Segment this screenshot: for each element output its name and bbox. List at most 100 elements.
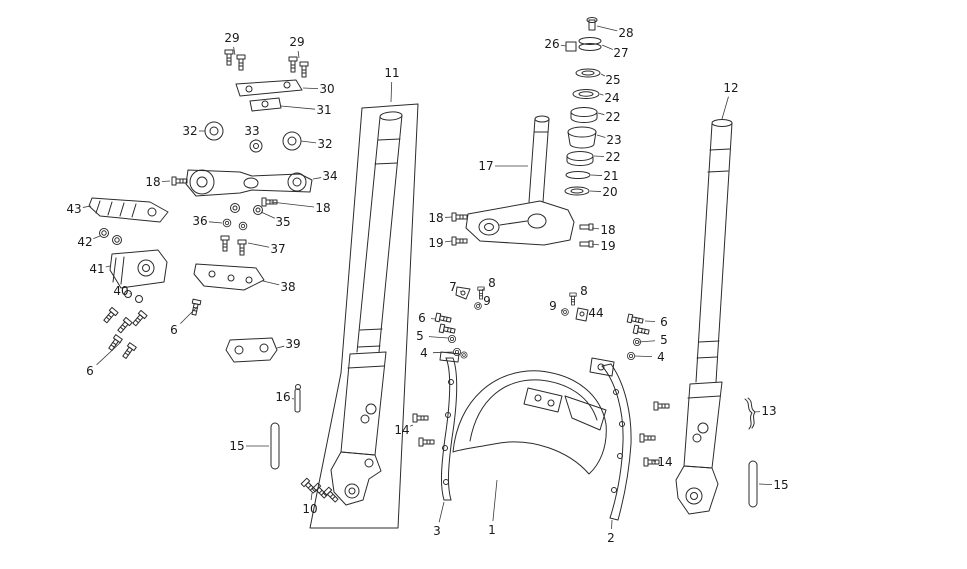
part-label-26: 26: [544, 37, 559, 51]
part-label-4: 4: [657, 350, 665, 364]
washer: [452, 347, 462, 357]
leader-line-25: [600, 73, 606, 77]
part-label-15: 15: [773, 478, 788, 492]
bolt: [120, 342, 137, 361]
stay-bolts-and-clips: [412, 397, 758, 508]
bolt: [311, 482, 329, 500]
leader-line-41: [105, 265, 111, 268]
leader-line-27: [601, 44, 613, 50]
bolt: [438, 323, 457, 336]
nut: [112, 235, 122, 245]
part-label-2: 2: [607, 531, 615, 545]
bolt: [171, 176, 188, 186]
bolt: [653, 401, 670, 411]
leader-line-29: [233, 46, 236, 56]
leader-line-2: [611, 519, 613, 530]
front-fender: [452, 370, 607, 475]
part-label-36: 36: [192, 214, 207, 228]
bolt: [451, 212, 468, 222]
leader-line-34: [312, 177, 322, 180]
right-fork-lower-leg: [675, 381, 723, 515]
left-fork-lower-leg: [330, 351, 387, 506]
leader-line-18: [270, 201, 315, 208]
part-label-6: 6: [86, 364, 94, 378]
part-label-44: 44: [588, 306, 603, 320]
leader-line-31: [280, 105, 316, 110]
bolt: [451, 236, 468, 246]
leader-line-21: [590, 174, 603, 176]
steering-stem: [528, 115, 550, 203]
part-label-30: 30: [319, 82, 334, 96]
bolt: [189, 298, 202, 317]
right-fork-tube: [695, 119, 733, 383]
part-label-10: 10: [302, 502, 317, 516]
bolt: [569, 292, 577, 306]
part-label-39: 39: [285, 337, 300, 351]
part-label-35: 35: [275, 215, 290, 229]
leader-line-5: [638, 340, 656, 343]
bolt: [130, 309, 148, 328]
leader-line-20: [589, 190, 602, 192]
leader-line-11: [390, 81, 393, 103]
washer: [627, 351, 635, 361]
part-label-32: 32: [182, 124, 197, 138]
part-label-18: 18: [315, 201, 330, 215]
part-label-32: 32: [317, 137, 332, 151]
part-label-20: 20: [602, 185, 617, 199]
washer: [460, 351, 468, 359]
bolt: [412, 413, 429, 423]
part-label-18: 18: [428, 211, 443, 225]
part-label-12: 12: [723, 81, 738, 95]
upper-triple-clamp: [185, 169, 313, 197]
bolt: [261, 197, 278, 207]
bolt: [115, 316, 133, 335]
bolt: [288, 56, 298, 73]
part-label-16: 16: [275, 390, 290, 404]
bolt: [237, 239, 247, 256]
leader-line-22: [597, 112, 605, 116]
part-label-11: 11: [384, 66, 399, 80]
lower-triple-clamp: [465, 200, 575, 246]
leader-line-36: [208, 221, 223, 224]
part-label-9: 9: [483, 294, 491, 308]
steering-bearing-stack: [564, 17, 602, 196]
part-label-38: 38: [280, 280, 295, 294]
leader-line-19: [591, 243, 600, 246]
part-label-9: 9: [549, 299, 557, 313]
part-label-6: 6: [418, 311, 426, 325]
washer: [222, 218, 232, 228]
part-label-24: 24: [604, 91, 619, 105]
leader-line-6: [96, 341, 122, 366]
leader-line-5: [428, 336, 449, 339]
part-label-23: 23: [606, 133, 621, 147]
fender-stay-right: [589, 357, 632, 521]
bolt: [101, 306, 119, 325]
leader-line-8: [481, 287, 485, 291]
part-label-19: 19: [600, 239, 615, 253]
part-label-15: 15: [229, 439, 244, 453]
center-small-parts: [455, 286, 589, 322]
leader-line-18: [591, 227, 600, 230]
washer: [253, 205, 263, 215]
part-label-1: 1: [488, 523, 496, 537]
leader-line-38: [262, 280, 280, 286]
left-fork-panel-outline: [309, 103, 419, 529]
part-label-8: 8: [580, 284, 588, 298]
part-label-34: 34: [322, 169, 337, 183]
washer: [561, 308, 569, 316]
clamp-hardware: [171, 176, 340, 504]
part-label-22: 22: [605, 110, 620, 124]
part-label-14: 14: [394, 423, 409, 437]
leader-line-35: [260, 211, 275, 219]
part-label-28: 28: [618, 26, 633, 40]
leader-line-9: [560, 309, 564, 312]
left-fork-tube: [356, 111, 403, 353]
leader-line-1: [492, 479, 498, 522]
part-label-27: 27: [613, 46, 628, 60]
leader-line-10: [310, 492, 313, 501]
bolt: [639, 433, 656, 443]
leader-line-42: [93, 235, 101, 240]
